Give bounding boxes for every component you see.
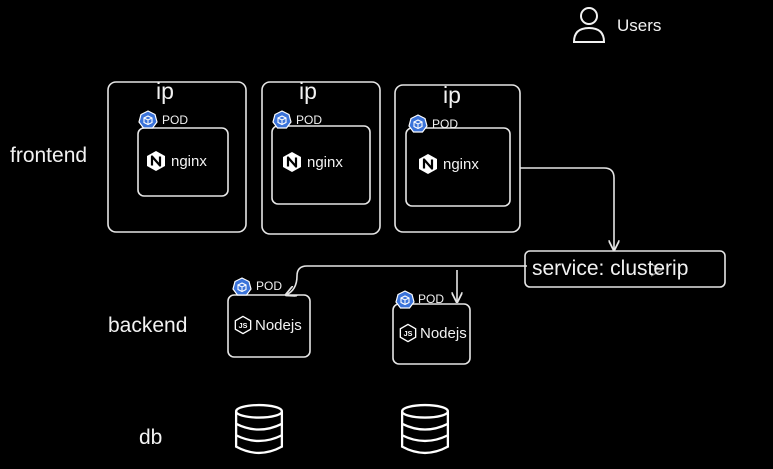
ip-label: ip	[156, 78, 174, 104]
user-icon	[572, 7, 606, 43]
kubernetes-pod-icon	[395, 290, 415, 309]
nginx-icon	[146, 150, 166, 172]
frontend-node-2	[261, 81, 381, 235]
nodejs-icon	[399, 323, 417, 343]
row-label-backend: backend	[108, 314, 188, 337]
users-label: Users	[617, 16, 662, 35]
row-label-frontend: frontend	[10, 144, 88, 167]
kubernetes-pod-icon	[232, 277, 252, 296]
frontend-node-1	[107, 81, 247, 233]
nodejs-icon	[234, 315, 252, 335]
service-arrow-tip	[650, 263, 664, 277]
pod-label: POD	[418, 292, 445, 306]
database-icon	[234, 403, 284, 455]
backend-pod-1	[227, 294, 311, 358]
app-label-nginx: nginx	[171, 153, 207, 170]
kubernetes-pod-icon	[138, 110, 158, 129]
arrow-service-to-backend-1	[286, 265, 527, 295]
app-label-nginx: nginx	[443, 156, 479, 173]
app-label-nginx: nginx	[307, 154, 343, 171]
kubernetes-pod-icon	[272, 110, 292, 129]
ip-label: ip	[443, 82, 461, 108]
pod-label: POD	[296, 113, 323, 127]
nginx-icon	[282, 151, 302, 173]
pod-label: POD	[162, 113, 189, 127]
service-label: service: clusterip	[532, 257, 689, 280]
pod-label: POD	[432, 117, 459, 131]
database-icon	[400, 403, 450, 455]
service-box	[524, 250, 726, 288]
frontend-node-3	[394, 84, 521, 233]
backend-pod-2	[392, 303, 471, 365]
app-label-nodejs: Nodejs	[255, 317, 302, 334]
pod-label: POD	[256, 279, 283, 293]
app-label-nodejs: Nodejs	[420, 325, 467, 342]
nginx-icon	[418, 153, 438, 175]
ip-label: ip	[299, 78, 317, 104]
arrow-frontend-to-service	[520, 167, 614, 250]
row-label-db: db	[139, 426, 163, 449]
kubernetes-pod-icon	[408, 114, 428, 133]
